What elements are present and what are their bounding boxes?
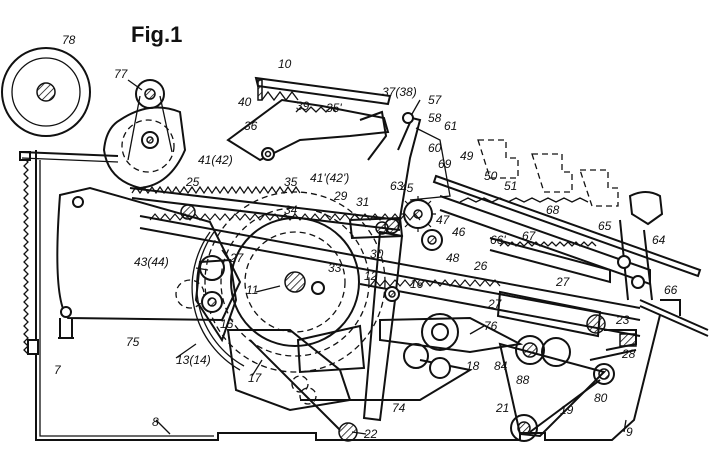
label-11: 11	[246, 283, 258, 297]
label-43-44: 43(44)	[134, 255, 169, 269]
label-10: 10	[278, 57, 292, 71]
label-15: 15	[220, 317, 234, 331]
label-75: 75	[126, 335, 140, 349]
label-46a: 46	[452, 225, 466, 239]
label-65: 65	[598, 219, 612, 233]
roller-78	[1, 47, 91, 137]
label-40: 40	[238, 95, 252, 109]
pinion-45	[348, 112, 451, 251]
roller-23	[496, 290, 637, 351]
linkage-17-74	[226, 324, 473, 442]
label-41prime-42prime: 41'(42')	[310, 171, 349, 185]
roller-77	[102, 79, 187, 190]
label-51: 51	[504, 179, 517, 193]
label-35prime: 35'	[326, 101, 342, 115]
label-88: 88	[516, 373, 530, 387]
label-37-38: 37(38)	[382, 85, 417, 99]
label-57: 57	[428, 93, 443, 107]
label-9: 9	[626, 425, 633, 439]
label-27a: 27	[229, 251, 245, 265]
label-16: 16	[410, 277, 424, 291]
label-30: 30	[370, 247, 384, 261]
label-13-14: 13(14)	[176, 353, 211, 367]
label-84: 84	[494, 359, 508, 373]
label-27b: 27	[555, 275, 571, 289]
label-77: 77	[114, 67, 129, 81]
label-33: 33	[328, 261, 342, 275]
label-25: 25	[185, 175, 200, 189]
label-58: 58	[428, 111, 442, 125]
label-68: 68	[546, 203, 560, 217]
label-22: 22	[363, 427, 378, 441]
top-plate-10	[226, 76, 392, 162]
label-66: 66	[664, 283, 678, 297]
label-19: 19	[560, 403, 574, 417]
label-66prime: 66'	[490, 233, 506, 247]
label-12: 12	[364, 269, 378, 283]
label-28: 28	[621, 347, 636, 361]
label-27c: 27	[487, 297, 503, 311]
label-61: 61	[444, 119, 457, 133]
label-34: 34	[284, 203, 298, 217]
label-69: 69	[438, 157, 452, 171]
label-8: 8	[152, 415, 159, 429]
label-78: 78	[62, 33, 76, 47]
label-67: 67	[522, 229, 537, 243]
label-23: 23	[615, 313, 630, 327]
label-29: 29	[333, 189, 348, 203]
label-35: 35	[284, 175, 298, 189]
label-39: 39	[296, 99, 310, 113]
label-26: 26	[473, 259, 488, 273]
label-63: 63	[390, 179, 404, 193]
label-60: 60	[428, 141, 442, 155]
label-21: 21	[495, 401, 509, 415]
keyboard-assembly	[432, 139, 709, 337]
cam-43	[175, 255, 238, 343]
label-45: 45	[400, 181, 414, 195]
label-41-42: 41(42)	[198, 153, 233, 167]
label-49: 49	[460, 149, 474, 163]
figure-title: Fig.1	[131, 22, 182, 47]
label-48: 48	[446, 251, 460, 265]
label-74: 74	[392, 401, 406, 415]
leader-lines	[127, 79, 627, 435]
label-17: 17	[248, 371, 263, 385]
label-76: 76	[484, 319, 498, 333]
reference-labels: 78 77 10 40 39 35' 37(38) 57 58 61 60 69…	[54, 33, 678, 441]
label-18: 18	[466, 359, 480, 373]
label-64: 64	[652, 233, 666, 247]
label-7: 7	[54, 363, 62, 377]
label-31: 31	[356, 195, 369, 209]
lever-75	[56, 186, 242, 339]
bottom-rollers	[403, 313, 637, 442]
rack-25-26	[129, 185, 641, 337]
label-50: 50	[484, 169, 498, 183]
label-36: 36	[244, 119, 258, 133]
label-80: 80	[594, 391, 608, 405]
label-47: 47	[436, 213, 451, 227]
